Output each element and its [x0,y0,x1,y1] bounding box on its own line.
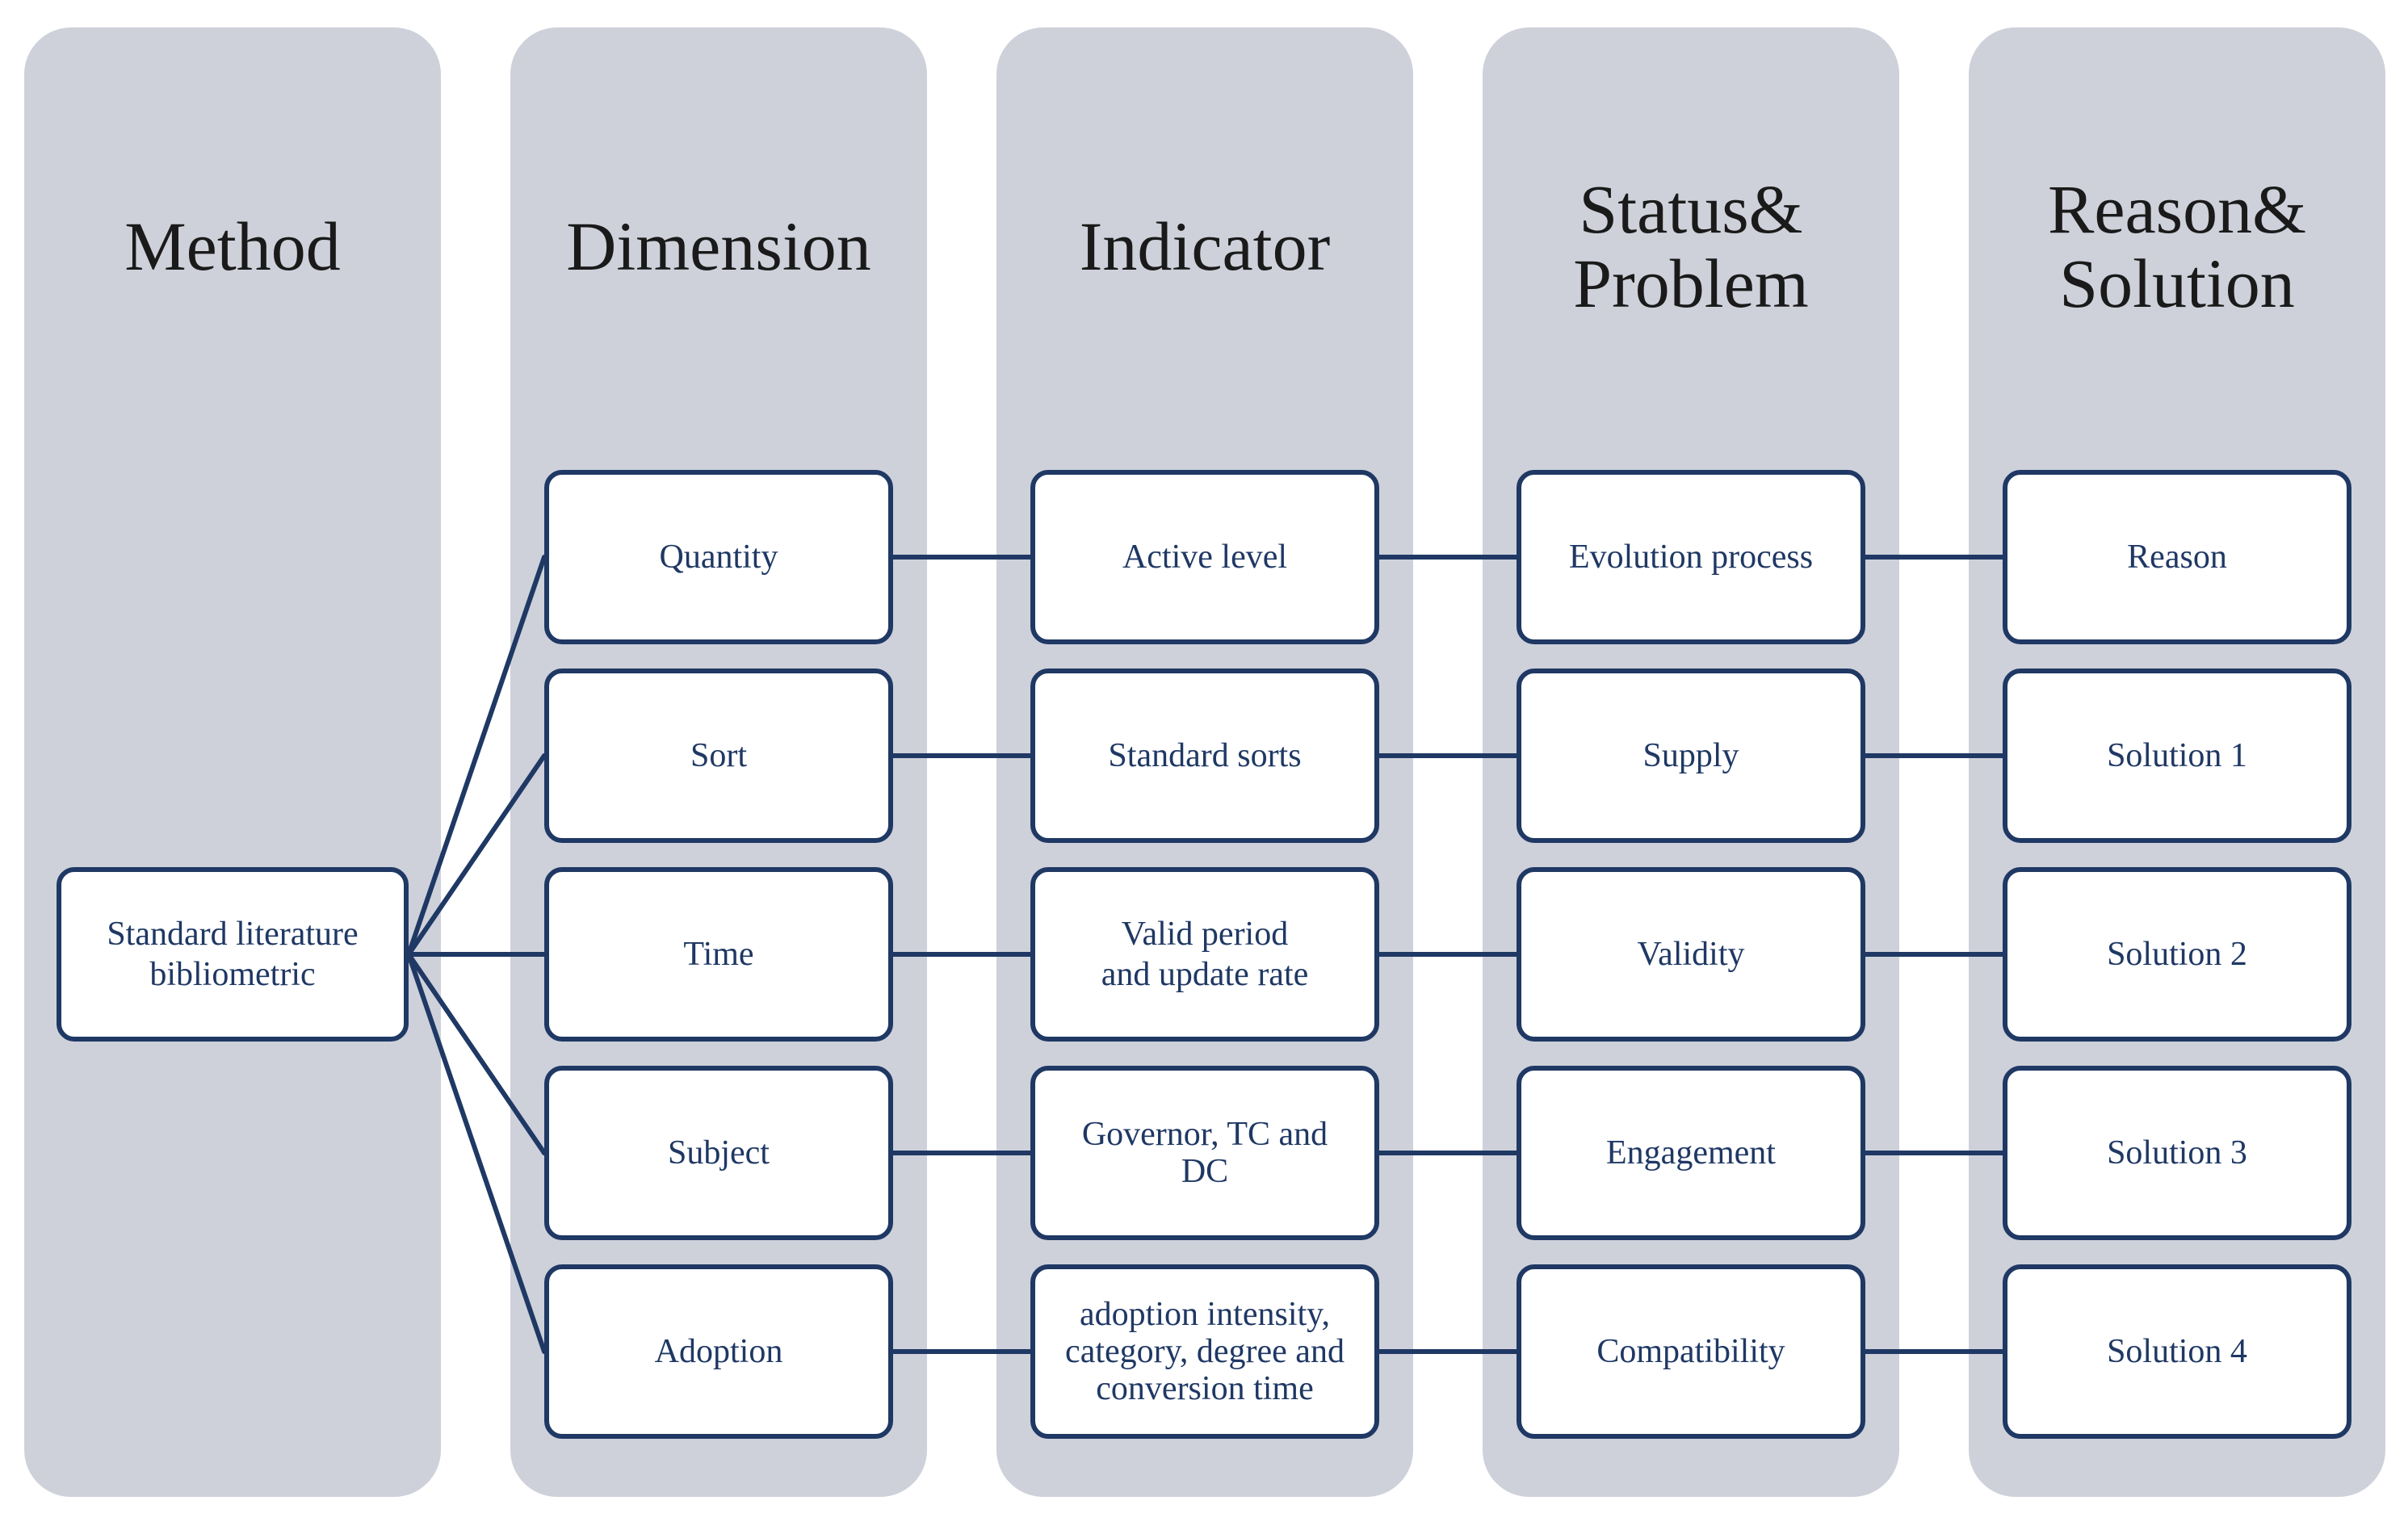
reason-box-solution-3: Solution 3 [2003,1066,2351,1240]
connector-method-sort [406,753,547,957]
indicator-box-adoption-intensity: adoption intensity, category, degree and… [1030,1264,1379,1439]
column-header-indicator: Indicator [1079,207,1331,285]
column-header-dimension: Dimension [566,207,871,285]
dimension-box-sort: Sort [544,669,893,843]
dimension-box-adoption: Adoption [544,1264,893,1439]
column-header-status-problem: Status& Problem [1573,170,1809,322]
indicator-box-standard-sorts: Standard sorts [1030,669,1379,843]
dimension-box-time: Time [544,867,893,1042]
status-box-supply: Supply [1517,669,1865,843]
reason-box-solution-2: Solution 2 [2003,867,2351,1042]
indicator-box-governor: Governor, TC and DC [1030,1066,1379,1240]
reason-box-solution-1: Solution 1 [2003,669,2351,843]
indicator-box-active-level: Active level [1030,470,1379,644]
method-box: Standard literature bibliometric [57,867,409,1042]
column-header-method: Method [124,207,341,285]
dimension-box-quantity: Quantity [544,470,893,644]
reason-box-reason: Reason [2003,470,2351,644]
status-box-engagement: Engagement [1517,1066,1865,1240]
dimension-box-subject: Subject [544,1066,893,1240]
connector-method-adoption [406,952,547,1354]
connector-method-subject [406,952,547,1155]
connector-method-quantity [406,555,547,957]
status-box-evolution-process: Evolution process [1517,470,1865,644]
column-method-panel [24,27,441,1497]
column-header-reason-solution: Reason& Solution [2047,170,2307,322]
status-box-compatibility: Compatibility [1517,1264,1865,1439]
status-box-validity: Validity [1517,867,1865,1042]
indicator-box-valid-period: Valid period and update rate [1030,867,1379,1042]
reason-box-solution-4: Solution 4 [2003,1264,2351,1439]
